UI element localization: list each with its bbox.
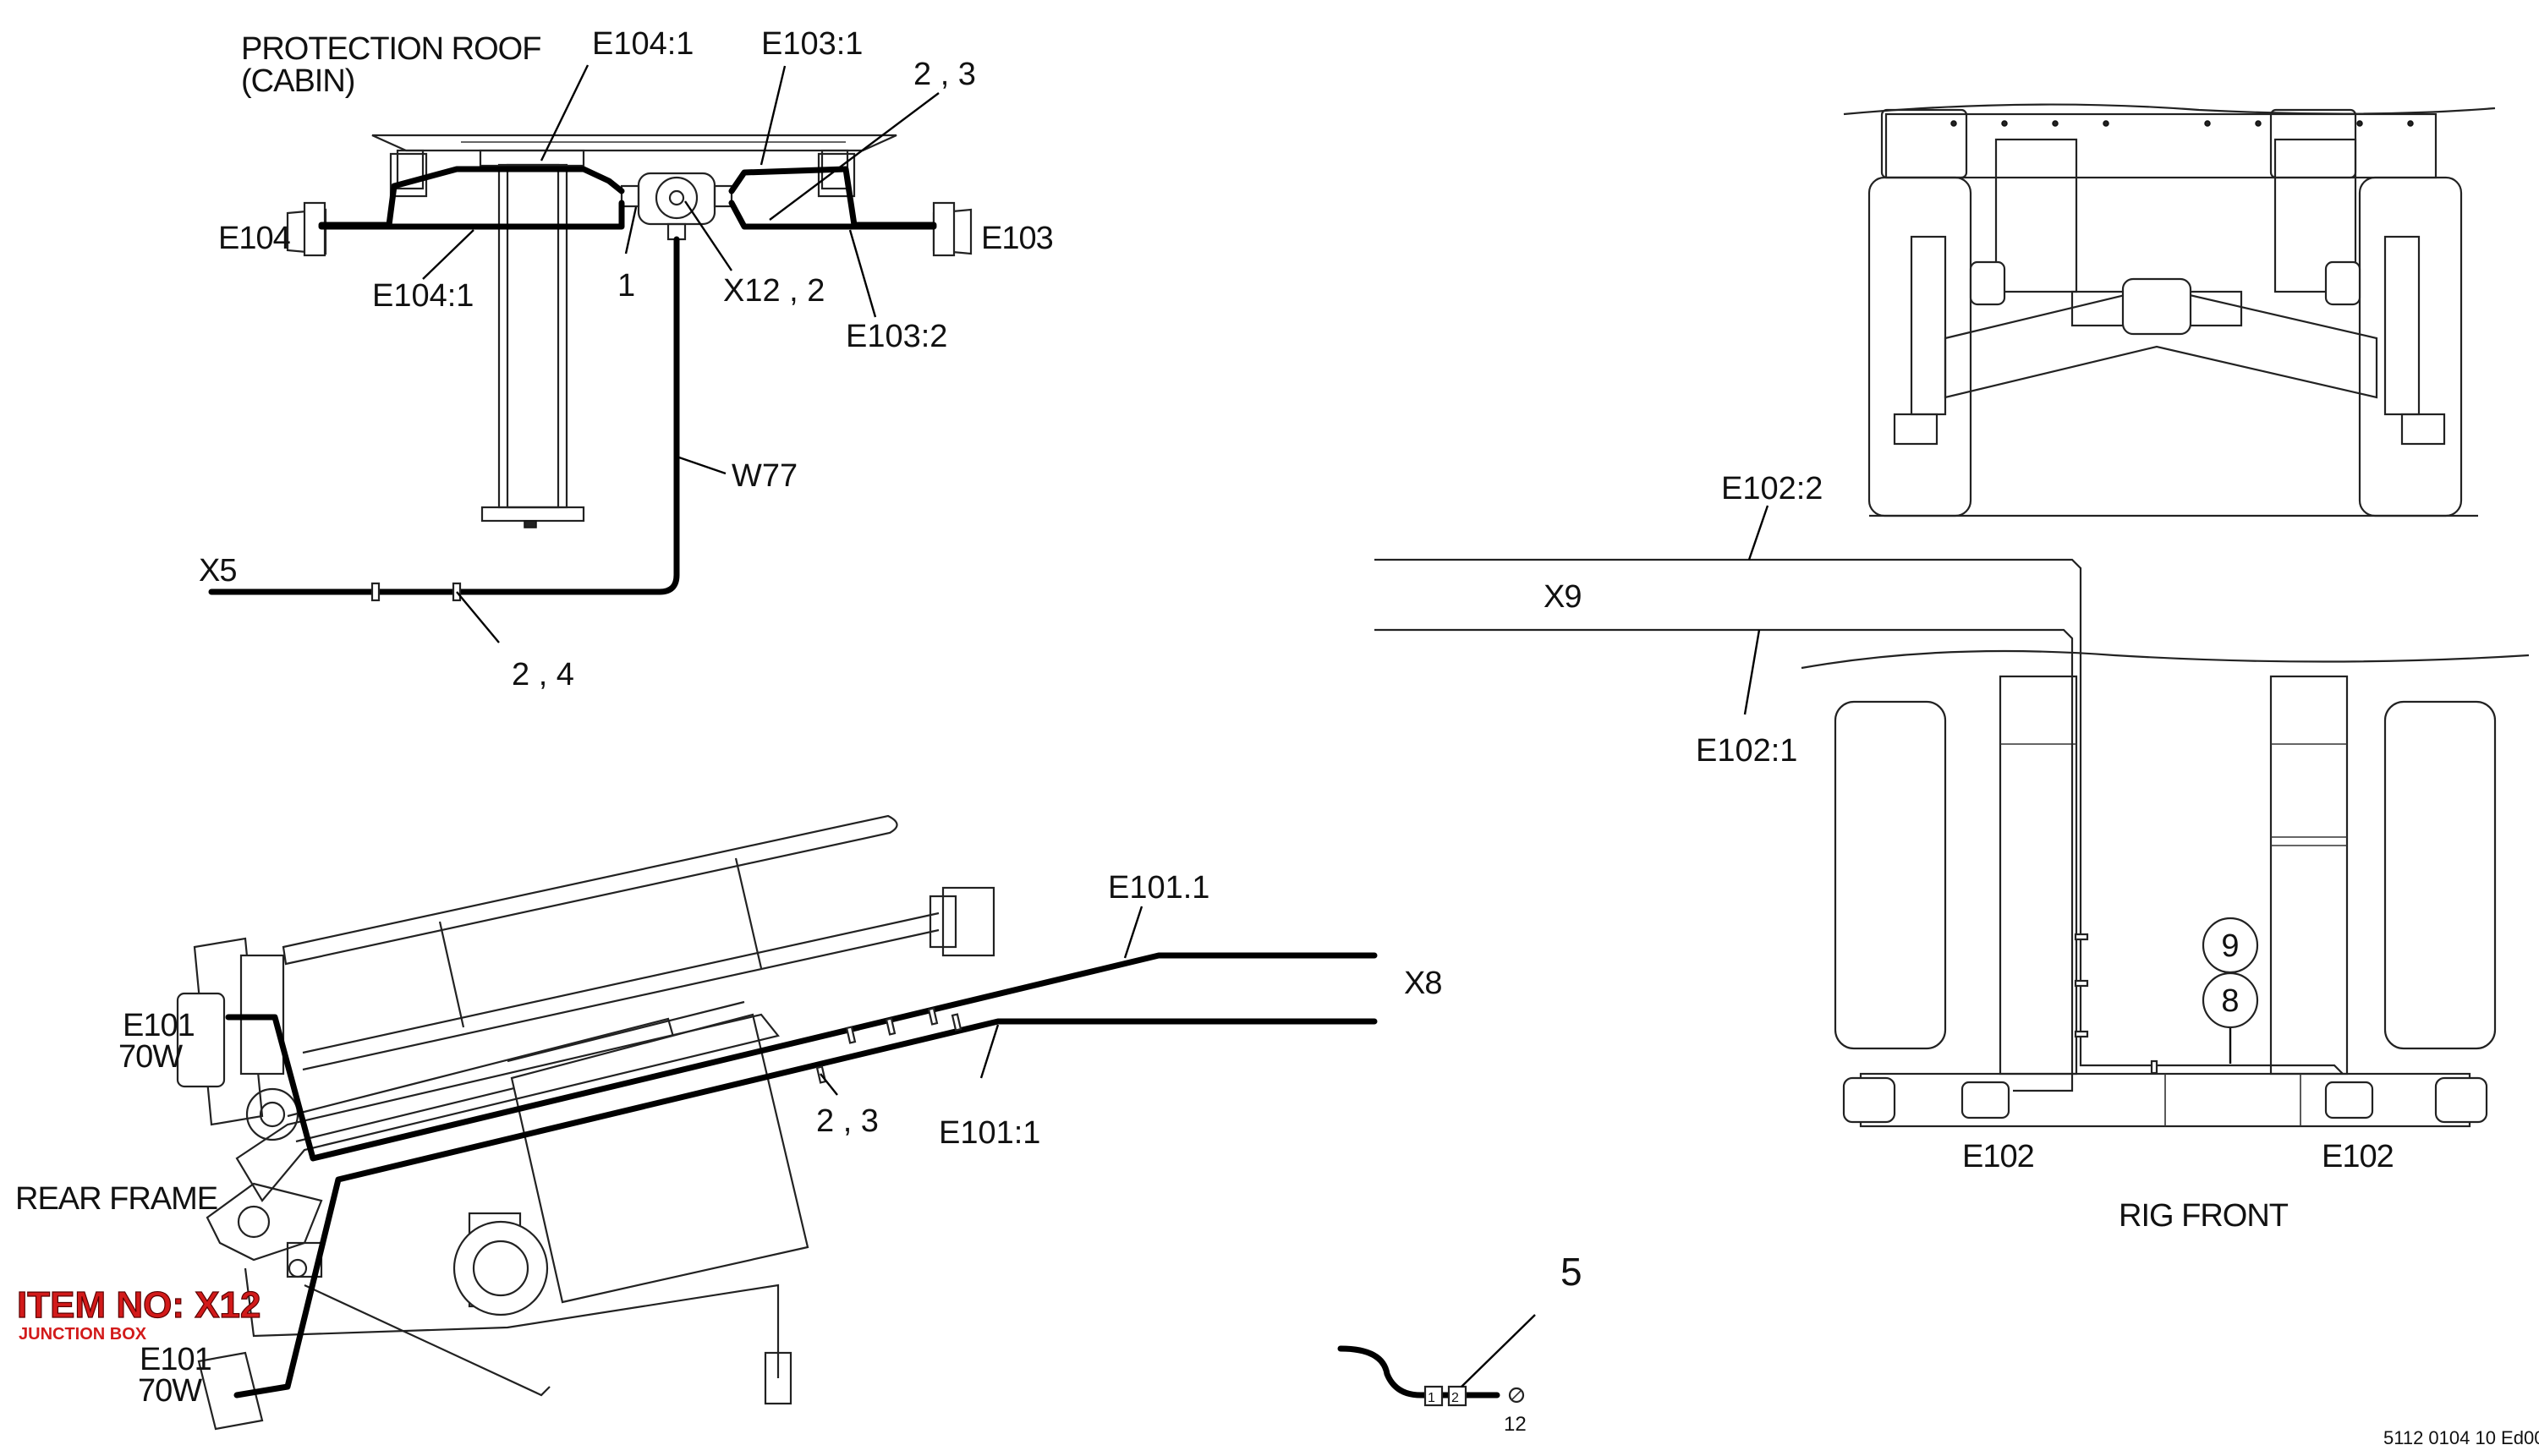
item-badge-subtitle: JUNCTION BOX xyxy=(19,1325,147,1344)
e102-2-label: E102:2 xyxy=(1721,471,1823,506)
e101-upper-label: E101 xyxy=(123,1008,195,1043)
e104-label: E104 xyxy=(218,221,291,256)
detail-5-pin-2: 2 xyxy=(1451,1391,1459,1405)
e102-right-label: E102 xyxy=(2322,1139,2394,1174)
item-2-3-rear-label: 2 , 3 xyxy=(816,1103,879,1139)
detail-5-title: 5 xyxy=(1560,1250,1582,1294)
item-2-4-label: 2 , 4 xyxy=(512,657,574,692)
detail-5: 5 1 2 12 xyxy=(1337,1250,1582,1436)
rear-frame-title: REAR FRAME xyxy=(15,1181,217,1217)
x12-2-label: X12 , 2 xyxy=(723,273,825,309)
e101-upper-watt-label: 70W xyxy=(118,1039,183,1075)
rig-front-top-view xyxy=(1843,103,2496,517)
e103-label: E103 xyxy=(981,221,1053,256)
e104-1-top-label: E104:1 xyxy=(592,26,694,62)
x8-label: X8 xyxy=(1404,966,1441,1001)
item-2-3-roof-label: 2 , 3 xyxy=(913,57,976,92)
x9-label: X9 xyxy=(1544,579,1581,615)
e101-1-dot-label: E101.1 xyxy=(1108,870,1209,906)
w77-label: W77 xyxy=(732,458,798,494)
document-number: 5112 0104 10 Ed00 xyxy=(2383,1427,2539,1448)
e101-lower-watt-label: 70W xyxy=(138,1373,202,1409)
e104-1-bottom-label: E104:1 xyxy=(372,278,474,314)
e101-1-colon-label: E101:1 xyxy=(939,1115,1040,1151)
e103-2-label: E103:2 xyxy=(846,319,947,354)
rig-front-bottom-view: 9 8 E102:2 X9 E102:1 E102 E102 RIG FRONT xyxy=(1374,471,2530,1234)
roof-view-title-line1: PROTECTION ROOF xyxy=(241,31,540,67)
roof-view-title-line2: (CABIN) xyxy=(241,63,354,99)
item-1-label: 1 xyxy=(617,268,635,304)
e102-1-label: E102:1 xyxy=(1696,733,1797,769)
e102-left-label: E102 xyxy=(1962,1139,2034,1174)
x5-label: X5 xyxy=(199,553,236,588)
balloon-8 xyxy=(2202,972,2259,1029)
detail-5-pin-1: 1 xyxy=(1428,1391,1435,1405)
balloon-9-text: 9 xyxy=(2221,928,2239,964)
rear-frame-view: E101.1 X8 E101:1 2 , 3 E101 70W REAR FRA… xyxy=(15,814,1442,1431)
e101-lower-label: E101 xyxy=(140,1342,211,1377)
balloon-8-text: 8 xyxy=(2221,983,2239,1019)
e103-1-top-label: E103:1 xyxy=(761,26,863,62)
rig-front-title: RIG FRONT xyxy=(2119,1198,2289,1234)
detail-5-item-12: 12 xyxy=(1504,1413,1527,1436)
roof-view: PROTECTION ROOF (CABIN) E104:1 E103:1 2 … xyxy=(199,26,1054,692)
item-number-badge: ITEM NO: X12 xyxy=(17,1284,261,1326)
